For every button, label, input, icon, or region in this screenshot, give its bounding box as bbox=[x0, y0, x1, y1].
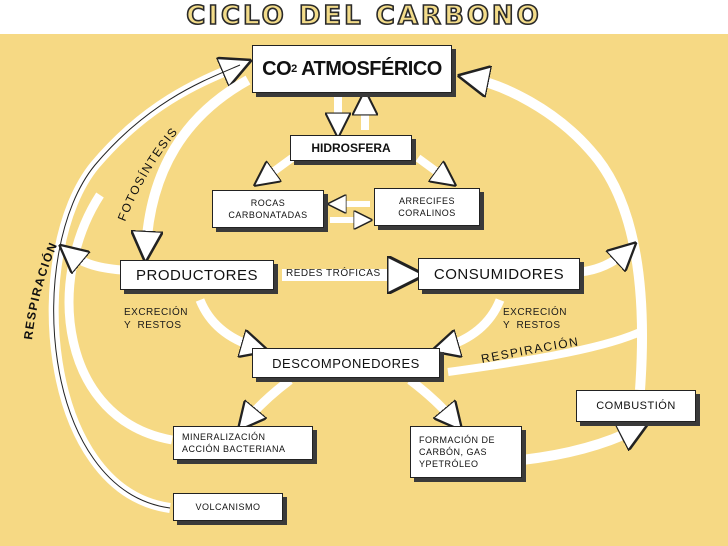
volcanismo-label: VOLCANISMO bbox=[195, 502, 261, 512]
co2-suffix: ATMOSFÉRICO bbox=[296, 57, 442, 80]
arrecifes-line2: CORALINOS bbox=[398, 208, 456, 218]
arrow-descomponedores-to-formacion bbox=[407, 376, 455, 422]
arrow-productores-left bbox=[68, 252, 123, 275]
arrecifes-line1: ARRECIFES bbox=[398, 196, 455, 206]
co2-prefix: CO bbox=[262, 57, 292, 80]
label-redes-troficas: REDES TRÓFICAS bbox=[286, 268, 381, 279]
arrow-productores-to-descomponedores bbox=[195, 298, 258, 348]
box-productores: PRODUCTORES bbox=[120, 260, 274, 290]
consumidores-label: CONSUMIDORES bbox=[433, 265, 565, 283]
box-consumidores: CONSUMIDORES bbox=[418, 258, 580, 290]
arrow-descomponedores-respiracion bbox=[447, 328, 642, 376]
box-hidrosfera: HIDROSFERA bbox=[290, 135, 412, 161]
formacion-line2: CARBÓN, GAS bbox=[419, 447, 488, 457]
rocas-line1: ROCAS bbox=[250, 198, 286, 208]
box-descomponedores: DESCOMPONEDORES bbox=[252, 348, 440, 378]
combustion-label: COMBUSTIÓN bbox=[596, 400, 676, 412]
formacion-line1: FORMACIÓN DE bbox=[419, 435, 496, 445]
box-combustion: COMBUSTIÓN bbox=[576, 390, 696, 422]
descomponedores-label: DESCOMPONEDORES bbox=[272, 355, 420, 371]
hidrosfera-label: HIDROSFERA bbox=[311, 141, 391, 155]
excrecion-left-line2: Y RESTOS bbox=[124, 320, 182, 331]
page-title: CICLO DEL CARBONO bbox=[185, 0, 542, 32]
excrecion-right-line2: Y RESTOS bbox=[503, 320, 561, 331]
arrow-formacion-to-combustion bbox=[521, 428, 638, 465]
arrow-consumidores-to-descomponedores bbox=[442, 298, 505, 348]
box-volcanismo: VOLCANISMO bbox=[173, 493, 283, 521]
co2-subscript: 2 bbox=[291, 63, 297, 75]
rocas-line2: CARBONATADAS bbox=[228, 210, 308, 220]
arrow-hidrosfera-rocas bbox=[262, 154, 295, 180]
arrow-consumidores-right bbox=[579, 250, 628, 277]
box-rocas-carbonatadas: ROCAS CARBONATADAS bbox=[212, 190, 324, 228]
title-band bbox=[0, 0, 728, 34]
label-excrecion-left: EXCRECIÓN Y RESTOS bbox=[124, 306, 188, 332]
mineralizacion-line2: ACCIÓN BACTERIANA bbox=[182, 444, 286, 454]
productores-label: PRODUCTORES bbox=[136, 266, 258, 284]
box-formacion: FORMACIÓN DE CARBÓN, GAS YPETRÓLEO bbox=[410, 426, 522, 478]
box-mineralizacion: MINERALIZACIÓN ACCIÓN BACTERIANA bbox=[173, 426, 313, 460]
formacion-line3: YPETRÓLEO bbox=[419, 459, 479, 469]
box-arrecifes-coralinos: ARRECIFES CORALINOS bbox=[374, 188, 480, 226]
excrecion-left-line1: EXCRECIÓN bbox=[124, 307, 188, 318]
arrow-descomponedores-to-mineralizacion bbox=[245, 376, 293, 422]
mineralizacion-line1: MINERALIZACIÓN bbox=[182, 432, 266, 442]
excrecion-right-line1: EXCRECIÓN bbox=[503, 307, 567, 318]
arrow-hidrosfera-arrecifes bbox=[415, 154, 448, 180]
arrow-mineralizacion-to-co2 bbox=[64, 192, 173, 445]
arrow-co2-to-productores bbox=[146, 75, 251, 250]
label-excrecion-right: EXCRECIÓN Y RESTOS bbox=[503, 306, 567, 332]
arrow-combustion-to-co2 bbox=[470, 78, 648, 391]
